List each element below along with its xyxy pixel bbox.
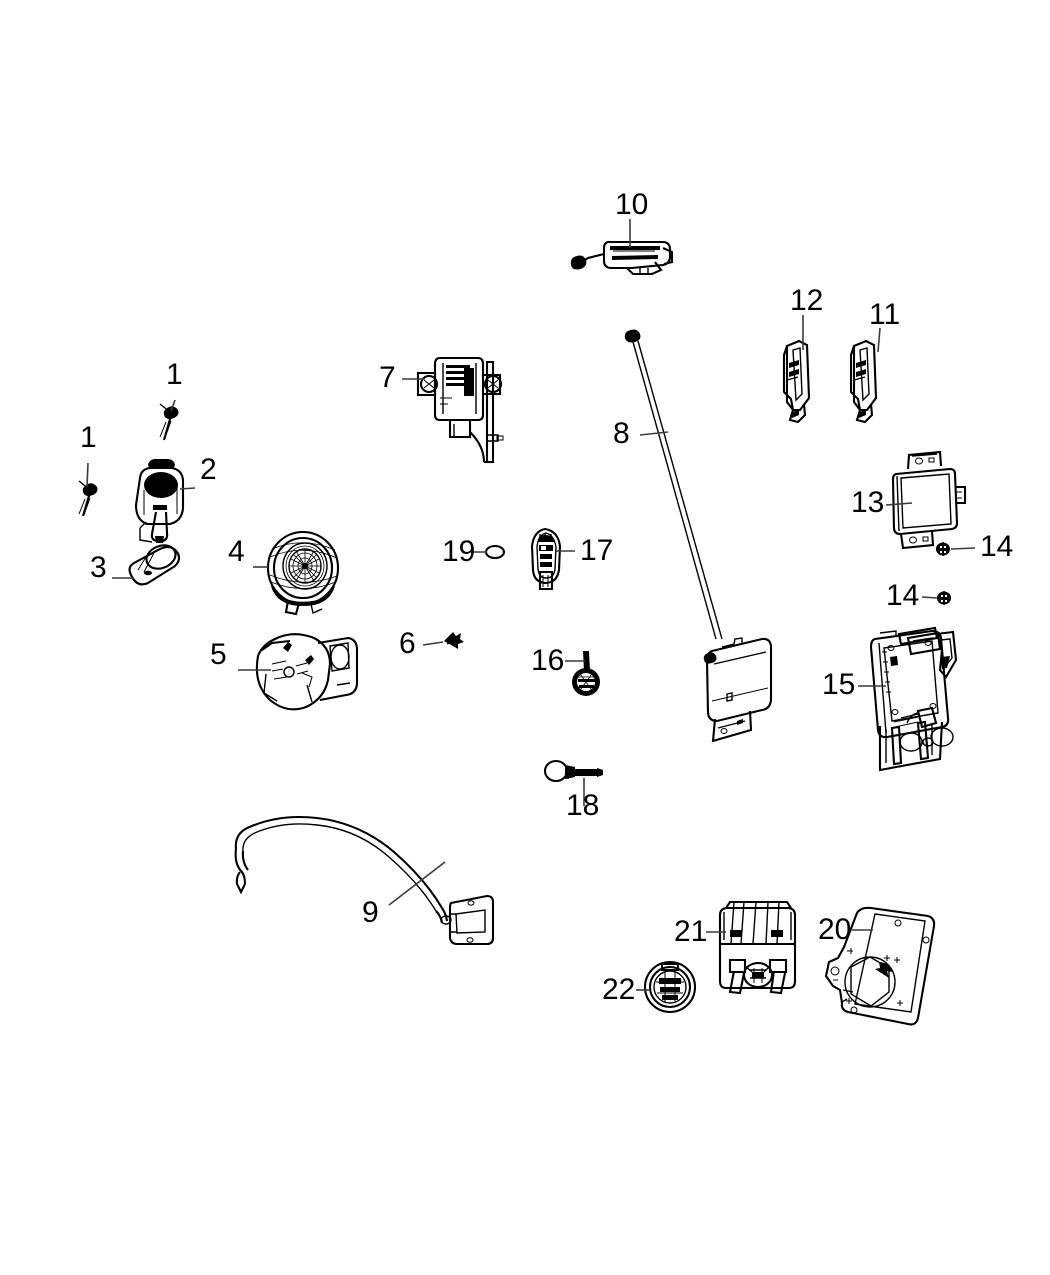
callout-number-4: 4 [228, 535, 245, 568]
callout-number-16: 16 [531, 644, 565, 677]
callout-number-15: 15 [822, 668, 856, 701]
callout-number-9: 9 [362, 896, 379, 929]
part-screw-14a [936, 542, 950, 556]
part-ignition-key-16 [572, 651, 600, 696]
part-antenna-cable-9 [234, 815, 495, 946]
part-body-control-module-15 [869, 626, 958, 772]
part-antenna-8 [624, 329, 773, 743]
part-retaining-clip-6 [444, 632, 464, 649]
callout-number-19: 19 [442, 535, 476, 568]
leader-lines [86, 219, 976, 991]
callout-number-13: 13 [851, 486, 885, 519]
part-control-module-13 [891, 450, 967, 550]
part-column-lock-housing-5 [255, 633, 359, 711]
part-o-ring-19 [484, 544, 506, 560]
part-key-fob-17 [530, 527, 562, 591]
callout-number-14b: 14 [886, 579, 920, 612]
part-sensor-bracket-12 [782, 339, 811, 424]
callout-number-21: 21 [674, 915, 708, 948]
callout-number-8: 8 [613, 417, 630, 450]
part-alarm-siren-4 [266, 530, 340, 616]
part-connector-socket-22 [643, 960, 697, 1014]
part-valet-key-18 [543, 759, 603, 783]
part-screw-1b [78, 480, 98, 517]
callout-number-20: 20 [818, 913, 852, 946]
callout-number-7: 7 [379, 361, 396, 394]
callout-number-18: 18 [566, 789, 600, 822]
callout-number-11: 11 [869, 298, 901, 331]
part-relay-block-21 [718, 900, 797, 995]
callout-number-22: 22 [602, 973, 636, 1006]
callout-number-10: 10 [615, 188, 649, 221]
part-sensor-bracket-11 [849, 339, 878, 424]
part-mounting-plate-20 [824, 906, 936, 1026]
callout-number-1b: 1 [80, 421, 97, 454]
part-hood-switch-7 [416, 356, 504, 464]
callout-number-12: 12 [790, 284, 824, 317]
part-screw-1a [159, 403, 179, 441]
part-screw-14b [937, 591, 951, 605]
callout-number-5: 5 [210, 638, 227, 671]
callout-number-14a: 14 [980, 530, 1014, 563]
callout-number-3: 3 [90, 551, 107, 584]
part-ignition-lock-cylinder-2 [134, 458, 185, 543]
callout-number-17: 17 [580, 534, 614, 567]
callout-number-1a: 1 [166, 358, 183, 391]
callout-number-6: 6 [399, 627, 416, 660]
callout-number-2: 2 [200, 453, 217, 486]
part-latch-lever-10 [570, 240, 674, 276]
part-lock-bracket-3 [128, 544, 181, 586]
